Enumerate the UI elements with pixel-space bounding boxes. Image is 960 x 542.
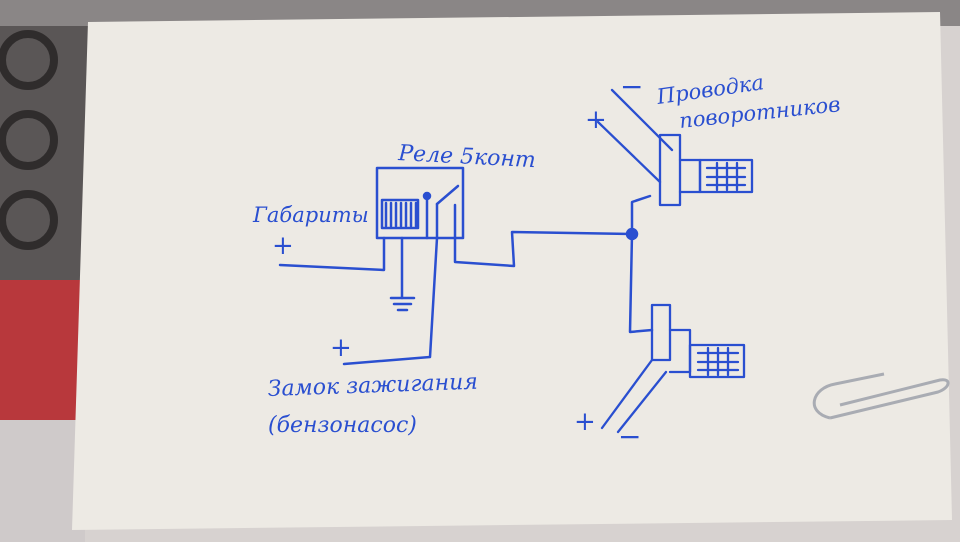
lower-wire-minus xyxy=(616,370,668,434)
relay-box xyxy=(375,166,465,240)
wire-gabarity xyxy=(278,236,386,272)
upper-lamp-connector xyxy=(596,88,754,207)
wire-ignition xyxy=(342,236,439,366)
ground-symbol xyxy=(389,296,416,312)
upper-wire-plus xyxy=(596,120,662,184)
lower-lamp-connector xyxy=(600,303,746,434)
relay-coil xyxy=(380,198,420,230)
wiring-plus: + xyxy=(585,105,607,135)
wiring-minus: − xyxy=(620,70,643,103)
gabarity-polarity: + xyxy=(272,231,294,261)
ignition-sublabel: (бензонасос) xyxy=(268,413,417,438)
paper-clip xyxy=(812,372,950,420)
gabarity-label: Габариты xyxy=(252,203,369,227)
upper-wire-minus xyxy=(610,88,674,152)
paper-sheet xyxy=(72,12,952,530)
relay-symbol xyxy=(375,166,465,240)
lower-wire-plus xyxy=(600,358,654,430)
wire-relay-output xyxy=(453,230,634,268)
lower-plus: + xyxy=(574,407,596,437)
lower-minus: − xyxy=(618,420,641,453)
relay-switch-arm xyxy=(435,184,460,206)
wires xyxy=(278,194,654,366)
junction-dot xyxy=(625,227,639,241)
ignition-polarity: + xyxy=(330,333,352,363)
wire-upper-branch xyxy=(630,194,652,236)
wire-lower-branch xyxy=(628,232,654,334)
